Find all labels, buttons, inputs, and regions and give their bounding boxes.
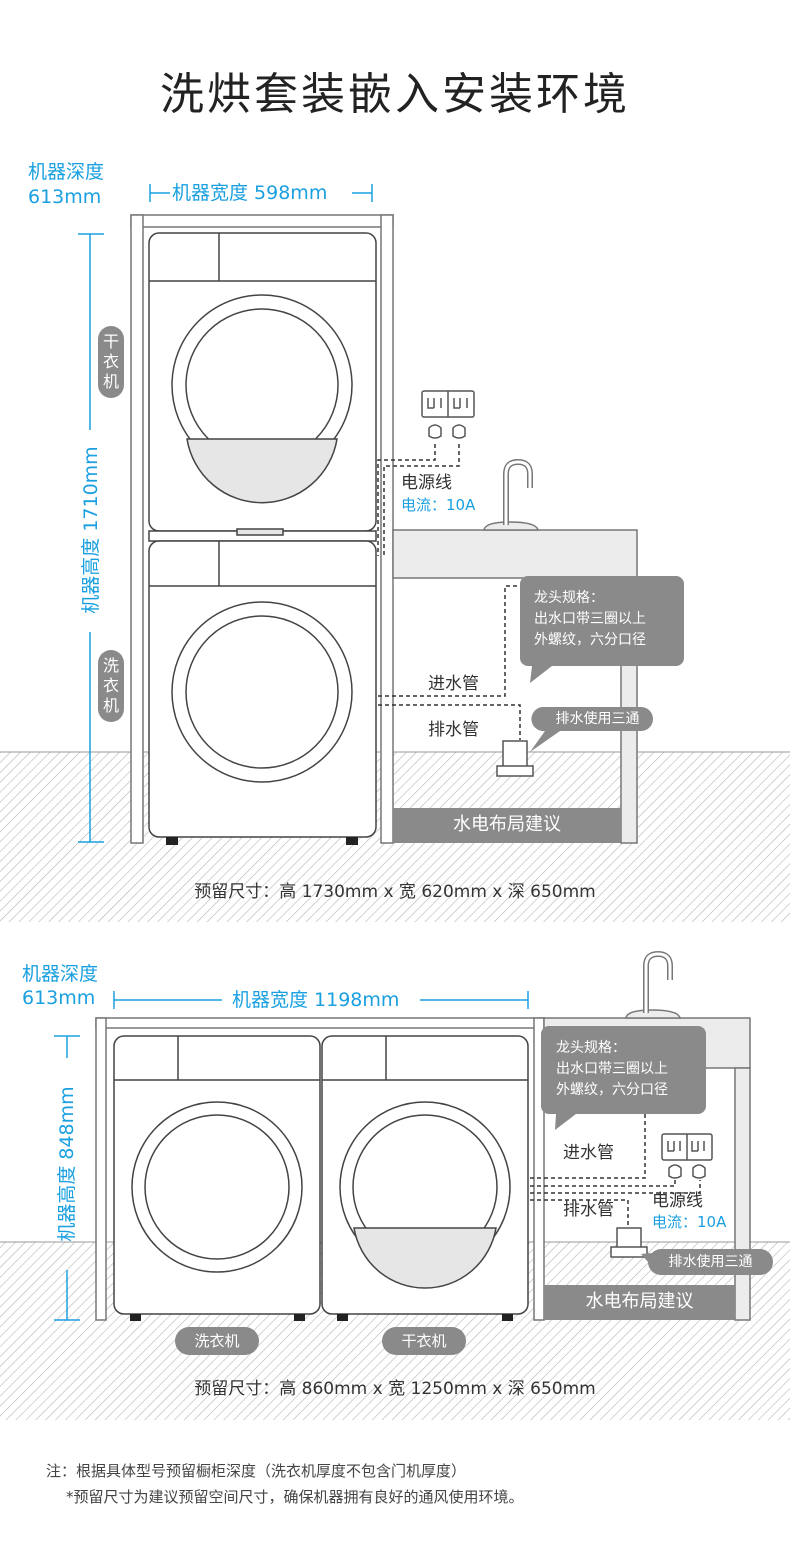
bottom-width-label: 机器宽度 1198mm bbox=[232, 989, 400, 1011]
top-height-dimension bbox=[78, 233, 104, 843]
bottom-width-dimension bbox=[113, 991, 529, 1009]
top-faucet-spec-line-2: 出水口带三圈以上 bbox=[534, 611, 646, 627]
bottom-faucet-spec: 龙头规格： 出水口带三圈以上 外螺纹，六分口径 bbox=[556, 1038, 668, 1101]
top-dryer-vertical-label: 干 衣 机 bbox=[98, 326, 124, 398]
top-washer-char-3: 机 bbox=[102, 696, 119, 715]
top-advice-banner: 水电布局建议 bbox=[393, 808, 621, 842]
top-washer-char-2: 衣 bbox=[102, 676, 119, 695]
top-power-title: 电源线 bbox=[401, 473, 452, 493]
top-reserve-size: 预留尺寸：高 1730mm x 宽 620mm x 深 650mm bbox=[194, 882, 596, 902]
top-washer bbox=[148, 540, 377, 845]
top-width-label: 机器宽度 598mm bbox=[172, 182, 328, 204]
top-drain-tee bbox=[496, 740, 534, 777]
bottom-cabinet-frame bbox=[95, 1017, 545, 1321]
bottom-washer-label: 洗衣机 bbox=[175, 1327, 259, 1355]
top-drain-label: 排水管 bbox=[428, 720, 479, 740]
bottom-drain-tee-callout-bubble bbox=[641, 1249, 773, 1275]
note-line-1: 注：根据具体型号预留橱柜深度（洗衣机厚度不包含门机厚度） bbox=[46, 1462, 467, 1480]
bottom-dryer-label: 干衣机 bbox=[382, 1327, 466, 1355]
bottom-depth-label: 机器深度 bbox=[22, 963, 99, 985]
bottom-drain-tee bbox=[610, 1227, 648, 1258]
top-faucet-spec: 龙头规格： 出水口带三圈以上 外螺纹，六分口径 bbox=[534, 588, 646, 651]
top-faucet-spec-line-1: 龙头规格： bbox=[534, 590, 604, 606]
bottom-advice-banner: 水电布局建议 bbox=[544, 1285, 735, 1319]
bottom-depth-value: 613mm bbox=[22, 987, 96, 1009]
top-faucet-callout-bubble bbox=[520, 576, 684, 683]
bottom-drain-tee-label: 排水使用三通 bbox=[668, 1254, 753, 1270]
top-faucet-spec-line-3: 外螺纹，六分口径 bbox=[534, 632, 646, 648]
bottom-height-dimension bbox=[54, 1035, 80, 1321]
top-power-socket bbox=[421, 390, 475, 439]
bottom-power-current: 电流：10A bbox=[652, 1213, 727, 1231]
bottom-dashed-lines bbox=[530, 1068, 701, 1228]
bottom-drain-label: 排水管 bbox=[563, 1200, 614, 1220]
top-depth-value: 613mm bbox=[28, 186, 102, 208]
top-washer-vertical-label: 洗 衣 机 bbox=[98, 650, 124, 722]
top-power-current: 电流：10A bbox=[401, 496, 476, 514]
top-dryer-char-2: 衣 bbox=[102, 352, 119, 371]
top-depth-label: 机器深度 bbox=[28, 161, 105, 183]
bottom-washer bbox=[113, 1035, 321, 1321]
top-drain-tee-label: 排水使用三通 bbox=[555, 711, 640, 727]
bottom-power-socket bbox=[661, 1133, 713, 1179]
bottom-faucet-spec-line-1: 龙头规格： bbox=[556, 1040, 626, 1056]
top-dryer-char-3: 机 bbox=[102, 372, 119, 391]
top-dryer-char-1: 干 bbox=[102, 332, 119, 351]
note-line-2: *预留尺寸为建议预留空间尺寸，确保机器拥有良好的通风使用环境。 bbox=[66, 1488, 524, 1506]
bottom-faucet-spec-line-3: 外螺纹，六分口径 bbox=[556, 1082, 668, 1098]
bottom-power-title: 电源线 bbox=[652, 1191, 703, 1211]
top-drain-tee-callout-bubble bbox=[530, 707, 653, 752]
top-dryer bbox=[148, 232, 377, 532]
bottom-inlet-label: 进水管 bbox=[563, 1143, 614, 1163]
top-cabinet-frame bbox=[130, 214, 394, 844]
top-inlet-label: 进水管 bbox=[428, 674, 479, 694]
bottom-faucet-callout-bubble bbox=[541, 1026, 706, 1130]
top-width-dimension bbox=[149, 184, 373, 202]
bottom-faucet-spec-line-2: 出水口带三圈以上 bbox=[556, 1061, 668, 1077]
top-washer-char-1: 洗 bbox=[102, 656, 119, 675]
bottom-reserve-size: 预留尺寸：高 860mm x 宽 1250mm x 深 650mm bbox=[194, 1379, 596, 1399]
bottom-dryer bbox=[321, 1035, 529, 1321]
page-title: 洗烘套装嵌入安装环境 bbox=[160, 69, 630, 120]
top-height-label: 机器高度 1710mm bbox=[80, 446, 102, 614]
bottom-height-label: 机器高度 848mm bbox=[56, 1086, 78, 1242]
top-divider bbox=[148, 528, 377, 542]
